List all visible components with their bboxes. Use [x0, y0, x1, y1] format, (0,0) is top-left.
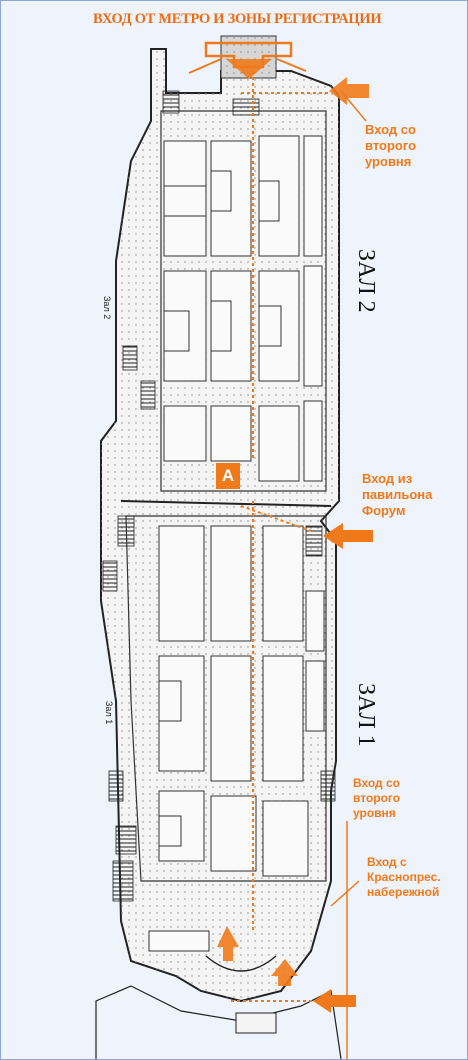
- entrance-label-1: Вход со второго уровня: [365, 122, 417, 169]
- bottom-arc: [205, 955, 277, 972]
- hall-2-label: ЗАЛ 2: [353, 249, 379, 313]
- bottom-building: [235, 1012, 277, 1034]
- map-title: ВХОД ОТ МЕТРО И ЗОНЫ РЕГИСТРАЦИИ: [93, 11, 382, 27]
- hall-2-small-label: Зал 2: [102, 296, 112, 320]
- entrance-arrows: [217, 77, 373, 1013]
- hall-2-walls: [160, 110, 327, 492]
- routes: [231, 71, 331, 1002]
- entrance-label-2: Вход из павильона Форум: [362, 471, 433, 518]
- hall-1-booths: [148, 525, 325, 952]
- bottom-embankment: [95, 985, 342, 1059]
- hall-1-small-label: Зал 1: [104, 701, 114, 725]
- callout-lines: [330, 90, 367, 1059]
- hall-1-label: ЗАЛ 1: [353, 683, 379, 747]
- entrance-label-3: Вход со второго уровня: [353, 776, 401, 820]
- hall-divider: [120, 500, 332, 507]
- hall-1-walls: [125, 515, 327, 882]
- entrance-label-4: Вход с Краснопрес. набережной: [367, 855, 441, 899]
- point-a-marker: A: [216, 463, 240, 489]
- metro-arrow: [188, 41, 307, 79]
- hall-2-booths: [163, 135, 323, 482]
